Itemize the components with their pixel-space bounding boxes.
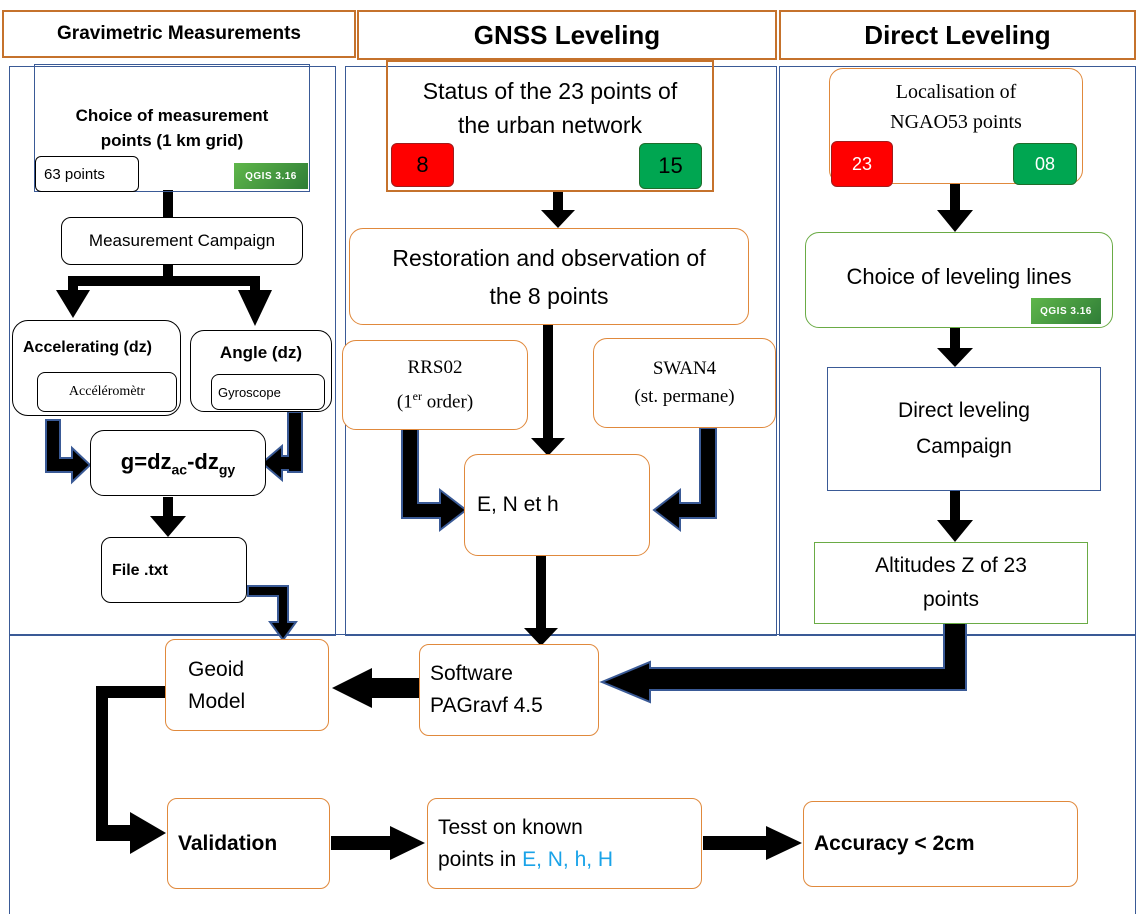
gyroscope-label: Gyroscope <box>218 384 281 400</box>
altitudes-box: Altitudes Z of 23 points <box>814 542 1088 624</box>
rrs02-box: RRS02 (1er order) <box>342 340 528 430</box>
accelerating-label: Accelerating (dz) <box>23 339 152 356</box>
enh-label: E, N et h <box>477 493 559 516</box>
gyroscope-box: Gyroscope <box>211 374 325 410</box>
software-line-1: Software <box>430 662 513 685</box>
status-points-box: Status of the 23 points of the urban net… <box>386 60 714 192</box>
choice-leveling-lines: Choice of leveling lines <box>805 232 1113 328</box>
restoration-line-1: Restoration and observation of <box>392 244 706 271</box>
file-txt-box: File .txt <box>101 537 247 603</box>
geoid-model-box: Geoid Model <box>165 639 329 731</box>
choice-measurement-points: Choice of measurement points (1 km grid) <box>34 64 310 192</box>
choice-line-2: points (1 km grid) <box>100 131 244 150</box>
angle-label: Angle (dz) <box>219 343 303 362</box>
accuracy-label: Accuracy < 2cm <box>814 832 975 855</box>
status-green-count: 15 <box>639 143 702 189</box>
rrs02-line-2: (1er order) <box>396 388 474 413</box>
points-count-box: 63 points <box>35 156 139 192</box>
restoration-box: Restoration and observation of the 8 poi… <box>349 228 749 325</box>
localisation-line-1: Localisation of <box>895 81 1017 103</box>
qgis-logo-icon: QGIS 3.16 <box>1031 298 1101 324</box>
swan4-box: SWAN4 (st. permane) <box>593 338 776 428</box>
swan4-line-1: SWAN4 <box>652 358 717 379</box>
test-line-2: points in E, N, h, H <box>438 847 614 871</box>
header-gravimetric: Gravimetric Measurements <box>2 10 356 58</box>
file-txt-label: File .txt <box>112 562 169 579</box>
measurement-campaign-label: Measurement Campaign <box>88 231 276 250</box>
test-line-1: Tesst on known <box>438 815 583 839</box>
altitudes-line-2: points <box>922 588 980 611</box>
localisation-green-count: 08 <box>1013 143 1077 185</box>
accuracy-box: Accuracy < 2cm <box>803 801 1078 887</box>
status-line-2: the urban network <box>457 112 643 138</box>
altitudes-line-1: Altitudes Z of 23 <box>875 554 1027 577</box>
accelerometer-label: Accéléromètr <box>68 384 146 399</box>
header-direct: Direct Leveling <box>779 10 1136 60</box>
formula-text: g=dzac-dzgy <box>120 448 236 478</box>
header-gnss: GNSS Leveling <box>357 10 777 60</box>
choice-leveling-label: Choice of leveling lines <box>846 264 1072 289</box>
restoration-line-2: the 8 points <box>489 282 609 309</box>
test-coords: E, N, h, H <box>522 847 614 871</box>
grav-panel <box>9 66 336 636</box>
campaign-line-1: Direct leveling <box>898 399 1030 422</box>
qgis-logo-icon: QGIS 3.16 <box>234 163 308 189</box>
formula-box: g=dzac-dzgy <box>90 430 266 496</box>
measurement-campaign: Measurement Campaign <box>61 217 303 265</box>
localisation-line-2: NGAO53 points <box>890 111 1022 133</box>
validation-box: Validation <box>167 798 330 889</box>
localisation-red-count: 23 <box>831 141 893 187</box>
test-known-points-box: Tesst on known points in E, N, h, H <box>427 798 702 889</box>
choice-line-1: Choice of measurement <box>75 106 269 125</box>
validation-label: Validation <box>178 831 278 855</box>
geoid-line-1: Geoid <box>188 658 245 681</box>
geoid-line-2: Model <box>188 690 246 713</box>
swan4-line-2: (st. permane) <box>634 386 735 407</box>
points-count-label: 63 points <box>44 165 105 183</box>
direct-leveling-campaign: Direct leveling Campaign <box>827 367 1101 491</box>
software-box: Software PAGravf 4.5 <box>419 644 599 736</box>
status-line-1: Status of the 23 points of <box>422 78 678 104</box>
status-red-count: 8 <box>391 143 454 187</box>
accelerometer-box: Accéléromètr <box>37 372 177 412</box>
campaign-line-2: Campaign <box>916 435 1012 458</box>
enh-box: E, N et h <box>464 454 650 556</box>
software-line-2: PAGravf 4.5 <box>430 694 543 717</box>
rrs02-line-1: RRS02 <box>407 356 463 378</box>
